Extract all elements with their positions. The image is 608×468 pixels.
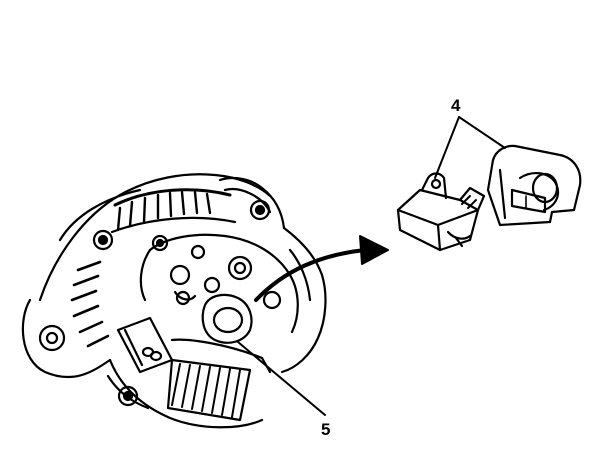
brush-holder-cover bbox=[486, 144, 582, 227]
callout-4-leaders bbox=[434, 116, 506, 179]
regulator bbox=[396, 172, 486, 252]
alternator-body bbox=[21, 173, 327, 429]
left-bolt bbox=[92, 229, 114, 251]
brush-holder-area bbox=[116, 293, 272, 422]
rear-cover bbox=[139, 233, 299, 334]
top-bolt bbox=[249, 199, 271, 221]
callout-5-leader bbox=[237, 341, 326, 416]
mount-hole-left bbox=[38, 324, 66, 352]
callout-label-4: 4 bbox=[451, 96, 461, 115]
cooling-fins bbox=[166, 358, 252, 422]
removal-arrow bbox=[254, 235, 389, 302]
lower-bolt bbox=[117, 385, 139, 407]
terminal-plug bbox=[116, 316, 174, 374]
callout-label-5: 5 bbox=[321, 420, 331, 439]
